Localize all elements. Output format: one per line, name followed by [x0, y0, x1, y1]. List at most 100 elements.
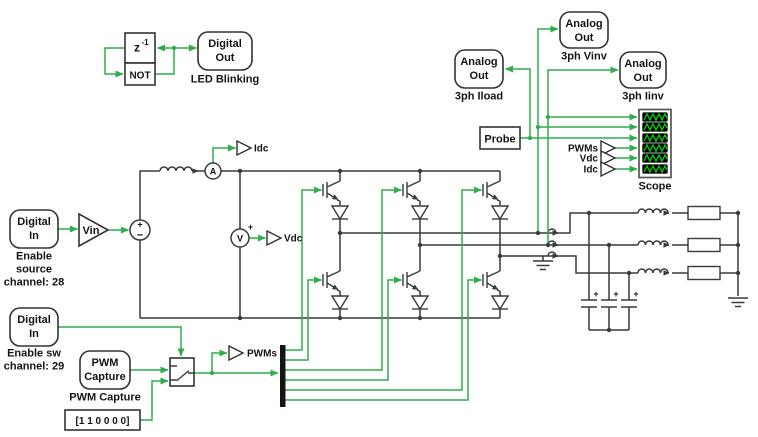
block-analog-out-iload[interactable]: Analog Out: [454, 49, 504, 89]
svg-text:In: In: [29, 230, 39, 242]
svg-text:Analog: Analog: [624, 58, 661, 70]
dc-inductor-icon[interactable]: [159, 166, 193, 172]
svg-text:Probe: Probe: [484, 134, 515, 146]
load-resistor-icon[interactable]: [687, 237, 721, 253]
capacitor-plus-sign: +: [633, 289, 638, 299]
block-digital-in-sw[interactable]: Digital In: [9, 307, 59, 347]
caption-enable-source-2: source: [16, 264, 52, 276]
bridge-leg-2[interactable]: [403, 171, 429, 318]
load-inductor-icon[interactable]: [637, 268, 669, 274]
ac-load-wiring[interactable]: [340, 205, 749, 331]
constant-value: [1 1 0 0 0 0]: [76, 416, 130, 427]
gain-label: Vin: [83, 225, 100, 237]
block-digital-out-led[interactable]: Digital Out: [197, 31, 253, 71]
delay-label: z: [134, 41, 140, 55]
goto-tag-idc[interactable]: [236, 140, 252, 156]
svg-text:Out: Out: [634, 72, 653, 84]
igbt-icon[interactable]: [483, 271, 500, 291]
block-delay[interactable]: z -1: [124, 32, 156, 64]
capacitor-icon[interactable]: [620, 299, 638, 308]
goto-tag-vdc[interactable]: [266, 230, 282, 246]
ground-icon[interactable]: [532, 260, 554, 271]
diode-icon[interactable]: [491, 205, 509, 220]
block-scope[interactable]: [638, 108, 672, 179]
scope-trace-icons: [642, 112, 668, 174]
ground-icon[interactable]: [727, 297, 749, 308]
svg-text:Capture: Capture: [84, 371, 126, 383]
block-switch[interactable]: [169, 357, 195, 387]
goto-tag-idc-label: Idc: [254, 144, 269, 155]
svg-text:Digital: Digital: [208, 38, 242, 50]
signal-wires[interactable]: [58, 25, 638, 421]
caption-scope: Scope: [638, 181, 671, 193]
igbt-icon[interactable]: [403, 181, 420, 201]
voltmeter[interactable]: [230, 228, 250, 248]
block-not[interactable]: NOT: [124, 62, 156, 86]
diode-icon[interactable]: [411, 205, 429, 220]
capacitor-icon[interactable]: [580, 299, 598, 308]
igbt-icon[interactable]: [323, 181, 340, 201]
junction-dots: [171, 45, 741, 376]
capacitor-icon[interactable]: [600, 299, 618, 308]
from-tag-idc-label: Idc: [584, 165, 599, 176]
voltmeter-plus-sign: +: [248, 222, 253, 232]
gate-wires[interactable]: [285, 186, 482, 401]
voltmeter-label: V: [237, 234, 243, 244]
dc-link-wiring[interactable]: [139, 166, 500, 319]
block-constant[interactable]: [1 1 0 0 0 0]: [64, 409, 141, 431]
svg-text:Out: Out: [470, 70, 489, 82]
load-inductor-icon[interactable]: [637, 240, 669, 246]
caption-enable-sw-1: Enable sw: [7, 348, 61, 360]
caption-pwm-capture: PWM Capture: [69, 392, 141, 404]
diode-icon[interactable]: [491, 295, 509, 310]
svg-text:Out: Out: [575, 32, 594, 44]
diode-icon[interactable]: [411, 295, 429, 310]
bridge-leg-3[interactable]: [483, 171, 509, 318]
source-plus-sign: +: [137, 220, 142, 230]
block-analog-out-vinv[interactable]: Analog Out: [559, 11, 609, 49]
demux-bar[interactable]: [280, 345, 286, 407]
from-tag-pwms-label: PWMs: [568, 144, 598, 155]
capacitor-plus-sign: +: [593, 289, 598, 299]
diode-icon[interactable]: [331, 295, 349, 310]
caption-enable-source-3: channel: 28: [4, 277, 65, 289]
inverter-bridge[interactable]: [323, 171, 509, 318]
svg-text:Analog: Analog: [460, 56, 497, 68]
block-pwm-capture[interactable]: PWM Capture: [79, 350, 131, 390]
block-gain-vin[interactable]: Vin: [78, 212, 110, 248]
block-analog-out-iinv[interactable]: Analog Out: [619, 51, 667, 89]
source-minus-sign: −: [137, 230, 143, 242]
block-digital-in-source[interactable]: Digital In: [9, 209, 59, 249]
caption-3ph-vinv: 3ph Vinv: [561, 51, 608, 63]
svg-text:Analog: Analog: [565, 18, 602, 30]
caption-3ph-iload: 3ph Iload: [455, 91, 503, 103]
not-label: NOT: [129, 71, 150, 82]
caption-enable-source-1: Enable: [16, 251, 52, 263]
goto-tag-vdc-label: Vdc: [284, 234, 303, 245]
igbt-icon[interactable]: [403, 271, 420, 291]
diode-icon[interactable]: [331, 205, 349, 220]
bridge-leg-1[interactable]: [323, 171, 349, 318]
delay-exponent: -1: [141, 38, 149, 47]
igbt-icon[interactable]: [323, 271, 340, 291]
svg-text:In: In: [29, 328, 39, 340]
block-probe[interactable]: Probe: [479, 126, 521, 150]
goto-tag-pwms[interactable]: [228, 345, 244, 361]
svg-text:PWM: PWM: [92, 357, 119, 369]
igbt-icon[interactable]: [483, 181, 500, 201]
svg-text:Digital: Digital: [17, 216, 51, 228]
caption-3ph-iinv: 3ph Iinv: [622, 91, 664, 103]
load-resistor-icon[interactable]: [687, 265, 721, 281]
load-resistor-icon[interactable]: [687, 205, 721, 221]
caption-led-blinking: LED Blinking: [191, 74, 259, 86]
capacitor-plus-sign: +: [613, 289, 618, 299]
voltage-source[interactable]: [129, 219, 151, 241]
ammeter[interactable]: [204, 162, 222, 180]
from-tag-vdc-label: Vdc: [580, 154, 599, 165]
ammeter-label: A: [210, 167, 217, 177]
svg-text:Digital: Digital: [17, 314, 51, 326]
from-tag-idc[interactable]: [600, 161, 616, 177]
goto-tag-pwms-label: PWMs: [247, 349, 277, 360]
load-inductor-icon[interactable]: [637, 208, 669, 214]
